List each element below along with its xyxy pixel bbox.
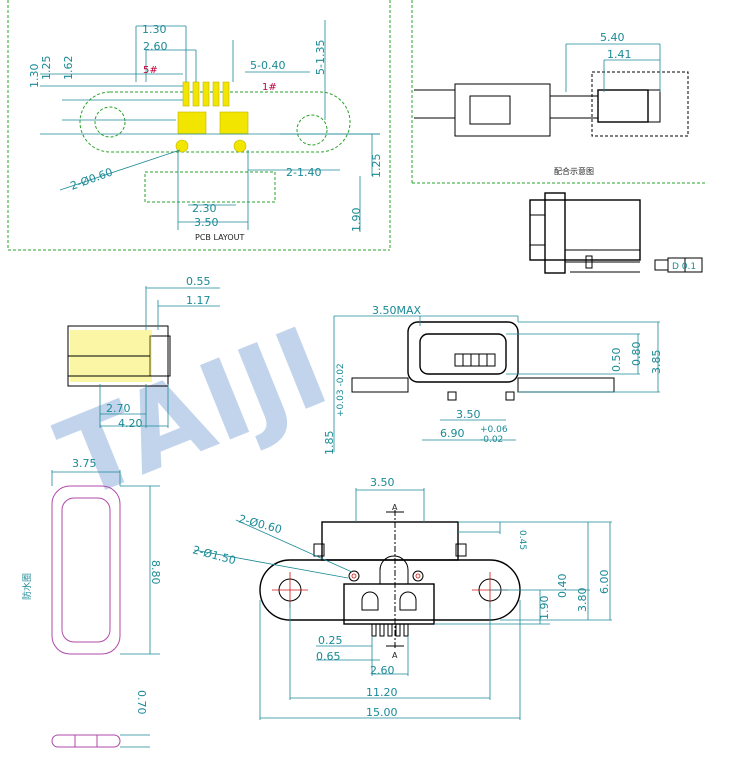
dim-top-r0: 0.45 [517, 530, 527, 550]
dim-mating-engage: 1.41 [607, 48, 632, 61]
dim-front-tol-plus: +0.06 [480, 425, 508, 435]
side-view: D 0.1 [529, 192, 703, 274]
dim-section-c: 2.70 [106, 402, 131, 415]
dim-pcb-pad-span: 2.60 [143, 40, 168, 53]
waterproof-ring-view: 3.75 8.80 防水圈 0.70 [21, 457, 162, 748]
dim-front-r3: 3.85 [650, 350, 663, 375]
dim-top-pin-span: 2.60 [370, 664, 395, 677]
ring-label: 防水圈 [21, 573, 33, 600]
pin-label-1: 1# [262, 82, 277, 93]
front-view: 3.50MAX 3.50 6.90 +0.06 -0.02 1.85 +0.03… [323, 304, 663, 455]
mating-view: 5.40 1.41 配合示意图 [411, 0, 705, 184]
dim-front-max: 3.50MAX [372, 304, 422, 317]
dim-top-r3: 3.80 [576, 588, 589, 613]
dim-ring-thickness: 0.70 [135, 690, 148, 715]
dim-pcb-v1: 1.30 [28, 64, 41, 89]
pcb-hole-right [233, 139, 247, 153]
pcb-layout-view: 1.30 2.60 5-0.40 2.30 3.50 2-1.40 1.30 1… [7, 0, 391, 251]
dim-top-hole-large: 2-Ø1.50 [191, 543, 237, 567]
dim-pcb-hole-span: 3.50 [194, 216, 219, 229]
dim-pcb-v5: 1.25 [370, 154, 383, 179]
dim-pcb-hole-dia: 2-Ø0.60 [69, 166, 115, 193]
dim-front-height-tol: +0.03 -0.02 [336, 363, 346, 417]
dim-pcb-v6: 1.90 [350, 208, 363, 233]
dim-top-hole-span: 11.20 [366, 686, 398, 699]
dim-front-r2: 0.80 [630, 342, 643, 367]
dim-front-r1: 0.50 [610, 348, 623, 373]
section-marker-top: A [392, 503, 398, 512]
dim-pcb-hole-inner: 2.30 [192, 202, 217, 215]
dim-top-hole-small: 2-Ø0.60 [237, 512, 283, 536]
dim-top-a: 3.50 [370, 476, 395, 489]
dim-top-r1: 1.90 [538, 596, 551, 621]
dim-top-pin-width: 0.25 [318, 634, 343, 647]
datum-label: D 0.1 [672, 262, 696, 272]
dim-ring-width: 3.75 [72, 457, 97, 470]
dim-top-r2: 0.40 [556, 574, 569, 599]
pcb-layout-title: PCB LAYOUT [195, 233, 245, 242]
dim-ring-height: 8.80 [149, 560, 162, 585]
dim-front-height: 1.85 [323, 431, 336, 456]
dim-pcb-pad-pitch: 1.30 [142, 23, 167, 36]
dim-top-pin-pitch: 0.65 [316, 650, 341, 663]
dim-pcb-v4: 5-1.35 [314, 40, 327, 75]
dim-pcb-pad-width: 5-0.40 [250, 59, 285, 72]
dim-section-d: 4.20 [118, 417, 143, 430]
pcb-signal-pads [182, 81, 230, 107]
top-view-pins [371, 623, 409, 637]
dim-mating-depth: 5.40 [600, 31, 625, 44]
mating-caption: 配合示意图 [554, 166, 594, 176]
section-marker-bottom: A [392, 651, 398, 660]
section-view: 0.55 1.17 2.70 4.20 [67, 275, 220, 430]
dim-section-b: 1.17 [186, 294, 211, 307]
dim-top-total: 15.00 [366, 706, 398, 719]
dim-pcb-v3: 1.62 [62, 56, 75, 81]
dim-section-a: 0.55 [186, 275, 211, 288]
dim-top-r4: 6.00 [598, 570, 611, 595]
pcb-shield-pad-left [177, 111, 207, 135]
pin-label-5: 5# [143, 65, 158, 76]
pcb-hole-left [175, 139, 189, 153]
dim-front-inner: 3.50 [456, 408, 481, 421]
dim-front-width: 6.90 [440, 427, 465, 440]
pcb-shield-pad-right [219, 111, 249, 135]
dim-pcb-offset: 2-1.40 [286, 166, 321, 179]
dim-pcb-v2: 1.25 [40, 56, 53, 81]
top-view: A A 3.50 2-Ø0.60 2-Ø1.50 0.25 0.65 2.60 … [191, 476, 612, 720]
dim-front-tol-minus: -0.02 [480, 435, 503, 445]
